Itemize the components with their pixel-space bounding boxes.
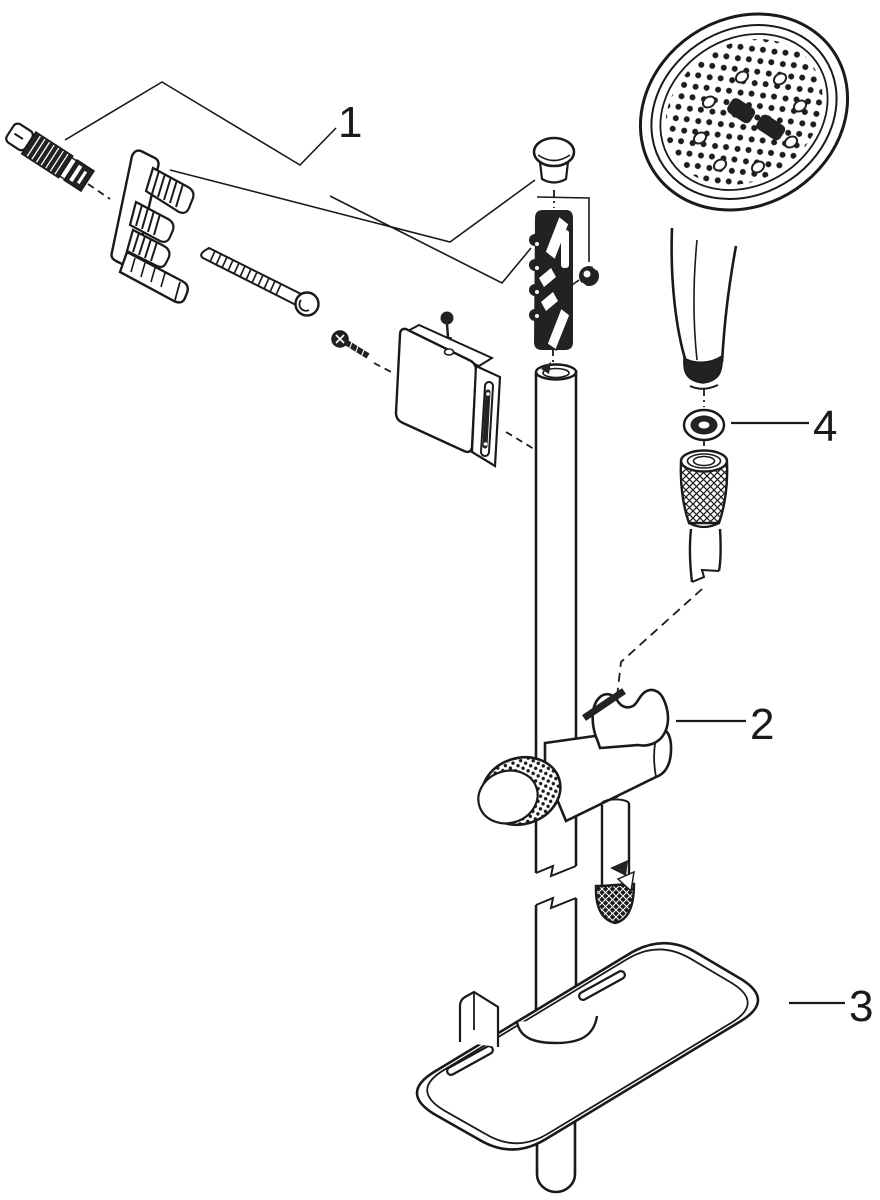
construction-lines — [64, 81, 590, 285]
hose-coupling — [679, 449, 729, 529]
rail-bottom-end — [535, 1121, 577, 1194]
tray-drain-slots — [446, 970, 626, 1076]
slider-top-plate — [544, 214, 570, 262]
screw-to-glide-dash — [373, 362, 396, 375]
head-center-spokes — [692, 70, 808, 174]
cap-flange — [538, 161, 570, 184]
tray-rail-collar — [515, 1015, 599, 1045]
hose-break-cut — [691, 568, 720, 583]
shelf-tray — [415, 942, 760, 1151]
shower-hose — [688, 528, 722, 583]
rail-rounded-tip — [535, 1173, 577, 1194]
rail-holder — [477, 688, 673, 827]
cap-dome — [532, 136, 576, 168]
bracket-top-arm — [144, 166, 195, 214]
rail-end-cap — [532, 136, 576, 184]
shower-head — [638, 12, 850, 212]
tray-bracket-tab — [458, 990, 500, 1047]
slider-slot — [561, 230, 569, 268]
hand-shower-handle — [670, 227, 738, 390]
leader-to-end-cap — [169, 169, 536, 243]
slider-bottom-plate — [546, 306, 571, 352]
pin-cut-mark — [610, 860, 628, 876]
holder-knob-face — [477, 769, 539, 825]
head-inner-rim — [650, 24, 838, 200]
plug-to-bracket-dash — [87, 183, 111, 200]
hose-washer — [682, 408, 726, 442]
tray-inner-rim — [426, 948, 749, 1145]
wall-plug — [5, 122, 96, 193]
cradle-gusset-edge — [582, 688, 626, 721]
callout-number-1: 1 — [338, 98, 362, 147]
slider-clamp — [529, 210, 573, 352]
tray-outer-rim — [415, 942, 760, 1151]
shower-rail — [534, 362, 578, 1026]
glide-element — [394, 323, 502, 468]
holder-pin — [594, 798, 636, 925]
mounting-bracket — [110, 149, 195, 304]
glide-to-rail-dash — [505, 431, 535, 450]
nut-hole — [583, 270, 591, 278]
callout-number-2: 2 — [750, 700, 774, 749]
hose-to-cradle-dash — [616, 588, 703, 698]
holder-cradle-hook — [591, 688, 670, 750]
callouts: 1 2 3 4 — [338, 98, 873, 1031]
handle-threaded-end — [683, 354, 723, 384]
glide-screw-hole — [443, 348, 455, 356]
pin-knurled-cap — [594, 882, 636, 925]
rail-break-upper — [535, 864, 577, 878]
grub-screw-shank — [345, 340, 370, 359]
glide-track-slot — [482, 389, 491, 449]
grub-screw — [331, 330, 370, 359]
leader-to-slider — [329, 195, 532, 285]
rail-break-lower — [535, 896, 577, 910]
plug-tip-slot — [13, 132, 24, 140]
mounting-screw — [200, 246, 320, 317]
clamp-nut — [571, 266, 599, 287]
rail-top-notch — [541, 362, 551, 374]
retainer-screw-head — [440, 311, 454, 325]
callout-number-4: 4 — [813, 402, 837, 451]
group1-boundary-line — [64, 81, 337, 167]
leader-to-clamp-nut — [536, 196, 590, 262]
screw-shank — [200, 246, 307, 308]
plug-end-block — [63, 159, 96, 193]
pin-notch — [616, 870, 635, 893]
bracket-foot — [118, 250, 190, 304]
washer-hole — [698, 421, 710, 429]
callout-number-3: 3 — [849, 982, 873, 1031]
